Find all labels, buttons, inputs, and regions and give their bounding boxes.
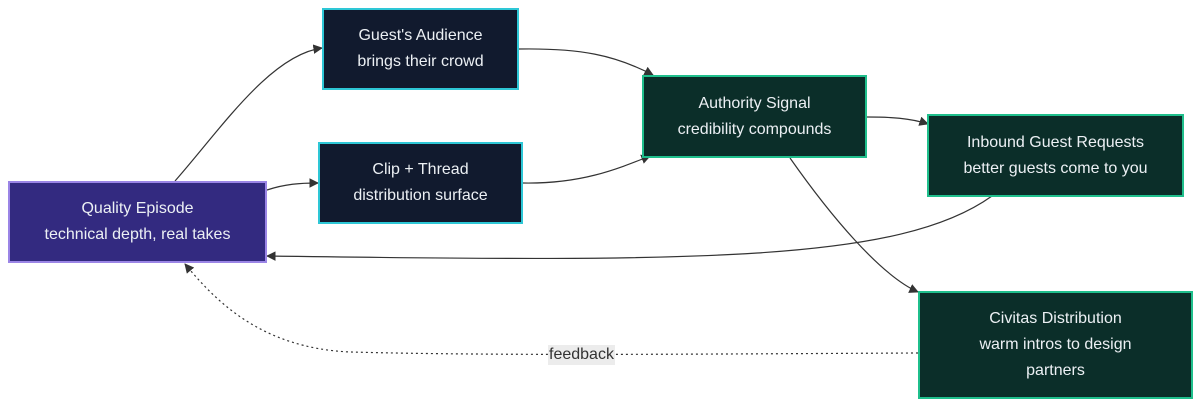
edge-civitas-to-quality-feedback [184,263,919,355]
node-civitas-distribution: Civitas Distribution warm intros to desi… [918,291,1193,399]
edge-label-feedback: feedback [548,345,615,365]
node-authority-signal-title: Authority Signal [698,94,811,112]
node-quality-episode: Quality Episode technical depth, real ta… [8,181,267,263]
node-clip-thread-subtitle: distribution surface [353,187,488,204]
edge-clip-to-authority [522,154,651,184]
node-quality-episode-subtitle: technical depth, real takes [44,226,231,243]
node-civitas-distribution-subtitle: warm intros to design [979,336,1132,353]
node-authority-signal-subtitle: credibility compounds [677,120,832,138]
edge-inbound-to-quality [266,195,993,261]
node-guest-audience: Guest's Audience brings their crowd [322,8,519,90]
node-inbound-guest-requests-subtitle: better guests come to you [963,159,1148,177]
node-civitas-distribution-title: Civitas Distribution [989,310,1122,327]
node-inbound-guest-requests: Inbound Guest Requests better guests com… [927,114,1184,197]
node-guest-audience-title: Guest's Audience [358,27,483,44]
node-clip-thread: Clip + Thread distribution surface [318,142,523,224]
node-authority-signal: Authority Signal credibility compounds [642,75,867,158]
edge-authority-to-inbound [866,116,929,126]
edge-guest-audience-to-authority [518,48,654,76]
edge-quality-to-clip [266,178,319,191]
node-guest-audience-subtitle: brings their crowd [357,53,484,70]
edge-quality-to-guest-audience [174,44,323,182]
node-civitas-distribution-subtitle-cont: partners [1026,362,1085,379]
node-quality-episode-title: Quality Episode [81,200,194,217]
edge-authority-to-civitas [789,157,919,293]
node-clip-thread-title: Clip + Thread [372,161,469,178]
node-inbound-guest-requests-title: Inbound Guest Requests [966,133,1144,151]
